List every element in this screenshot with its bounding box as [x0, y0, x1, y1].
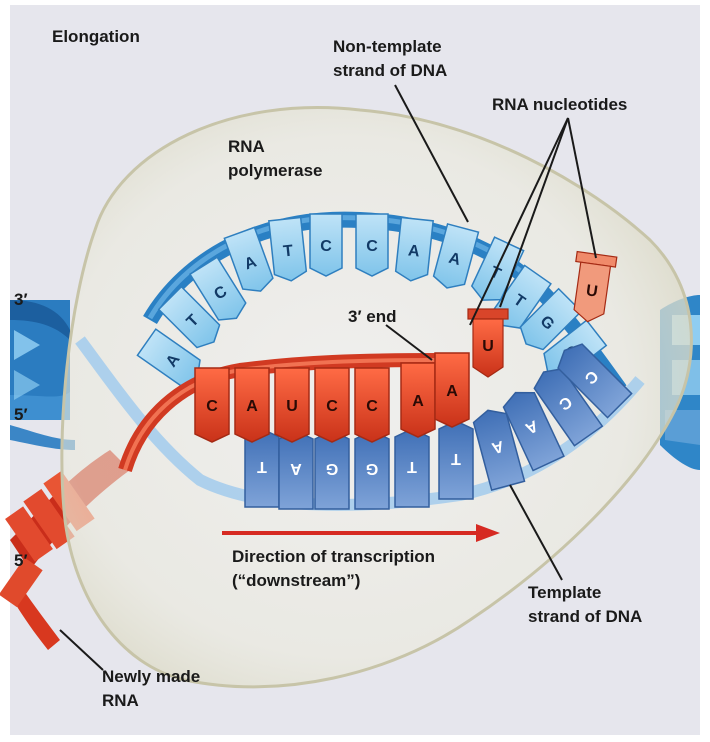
- non-template-base-6-letter: C: [320, 238, 332, 255]
- template-base-2: A: [278, 430, 314, 510]
- newly-made-rna-label-line1: Newly made: [102, 667, 200, 686]
- template-base-1-letter: T: [257, 458, 267, 475]
- direction-label-line1: Direction of transcription: [232, 547, 435, 566]
- template-base-10: C: [557, 343, 633, 419]
- template-base-7: A: [472, 409, 526, 491]
- non-template-base-4-shape: [223, 226, 274, 292]
- direction-label-line2: (“downstream”): [232, 571, 360, 590]
- template-base-7-letter: A: [489, 437, 505, 457]
- template-base-10-shape: [557, 343, 633, 419]
- rna-polymerase-label-line2: polymerase: [228, 161, 323, 180]
- rna-base-5-letter: C: [366, 398, 378, 415]
- free-nucleotide-1-letter: U: [482, 338, 494, 355]
- non-template-base-7-shape: [355, 213, 389, 277]
- template-base-8: A: [502, 391, 565, 472]
- non-template-base-6-shape: [309, 213, 343, 277]
- non-template-base-4: A: [223, 226, 274, 292]
- end-label-3-prime-top: 3′: [14, 290, 28, 309]
- diagram-title: Elongation: [52, 27, 140, 46]
- non-template-base-8-shape: [394, 216, 434, 282]
- rna-base-5-shape: [354, 367, 390, 443]
- dna-left-outside: [10, 300, 75, 450]
- end-label-5-prime-bottom: 5′: [14, 551, 28, 570]
- template-base-5-letter: T: [407, 458, 417, 475]
- template-label-line1: Template: [528, 583, 601, 602]
- template-base-4-letter: G: [366, 460, 378, 477]
- rna-base-6-shape: [400, 362, 436, 438]
- free-nucleotide-1-shape: [472, 318, 504, 378]
- free-nucleotide-2: U: [573, 250, 618, 323]
- rna-base-3-shape: [274, 367, 310, 443]
- template-base-6: T: [438, 420, 474, 500]
- non-template-base-5-letter: T: [282, 243, 294, 261]
- rna-base-2-letter: A: [246, 398, 258, 415]
- template-base-7-shape: [472, 409, 526, 491]
- non-template-base-2-shape: [157, 285, 221, 349]
- free-nucleotide-1: U: [467, 308, 509, 378]
- rna-base-3-letter: U: [286, 398, 298, 415]
- non-template-base-7: C: [355, 213, 389, 277]
- rna-base-3: U: [274, 367, 310, 443]
- rna-base-1-letter: C: [206, 398, 218, 415]
- non-template-base-5: T: [268, 216, 308, 282]
- free-nucleotide-2-letter: U: [585, 282, 599, 300]
- non-template-base-9: A: [432, 222, 480, 289]
- rna-base-7-shape: [434, 352, 470, 428]
- rna-polymerase-label-line1: RNA: [228, 137, 265, 156]
- end-label-5-prime-middle: 5′: [14, 405, 28, 424]
- newly-made-rna-label-line2: RNA: [102, 691, 139, 710]
- rna-base-6-letter: A: [412, 393, 424, 410]
- non-template-label-line2: strand of DNA: [333, 61, 447, 80]
- non-template-base-9-letter: A: [447, 250, 463, 270]
- non-template-base-9-shape: [432, 222, 480, 289]
- rna-base-4-shape: [314, 367, 350, 443]
- rna-base-7: A: [434, 352, 470, 428]
- three-prime-end-label: 3′ end: [348, 307, 396, 326]
- rna-nucleotides-label: RNA nucleotides: [492, 95, 627, 114]
- non-template-base-8: A: [394, 216, 434, 282]
- template-label-line2: strand of DNA: [528, 607, 642, 626]
- non-template-base-3-shape: [188, 256, 247, 321]
- direction-arrow: [222, 524, 500, 542]
- non-template-base-6: C: [309, 213, 343, 277]
- rna-base-4-letter: C: [326, 398, 338, 415]
- rna-base-2-shape: [234, 367, 270, 443]
- non-template-base-8-letter: A: [407, 242, 421, 260]
- non-template-label-line1: Non-template: [333, 37, 442, 56]
- template-base-2-letter: A: [290, 460, 302, 477]
- rna-base-7-letter: A: [446, 383, 458, 400]
- rna-base-6: A: [400, 362, 436, 438]
- non-template-strand: ATCATCCAATTGG: [136, 211, 627, 395]
- non-template-base-3: C: [188, 256, 247, 321]
- template-base-3-letter: G: [326, 460, 338, 477]
- rna-base-1-shape: [194, 367, 230, 443]
- non-template-base-5-shape: [268, 216, 308, 282]
- rna-base-4: C: [314, 367, 350, 443]
- non-template-base-2: T: [157, 285, 221, 349]
- rna-base-2: A: [234, 367, 270, 443]
- non-template-base-12: G: [519, 287, 583, 351]
- template-base-6-letter: T: [451, 450, 461, 467]
- template-base-5-shape: [394, 428, 430, 508]
- rna-base-1: C: [194, 367, 230, 443]
- non-template-base-7-letter: C: [366, 238, 378, 255]
- leader-lines: [59, 84, 597, 671]
- template-base-5: T: [394, 428, 430, 508]
- free-nucleotide-2-shape: [573, 261, 612, 323]
- rna-base-5: C: [354, 367, 390, 443]
- free-rna-nucleotides: UU: [467, 250, 618, 378]
- template-base-8-shape: [502, 391, 565, 472]
